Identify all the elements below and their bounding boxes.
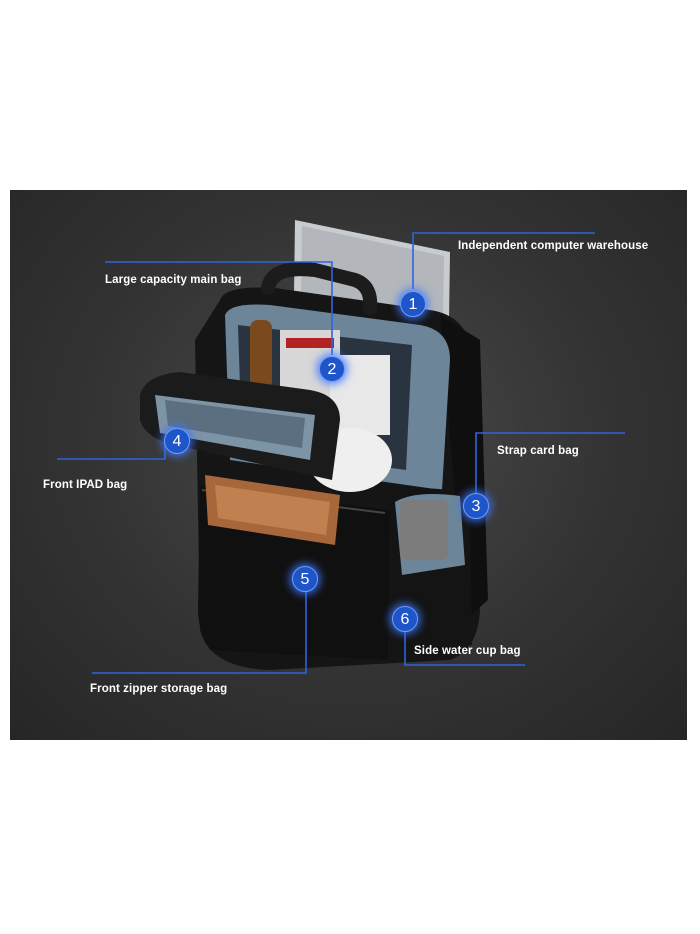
- leader-line-6: [404, 632, 525, 666]
- callout-label-5: Front zipper storage bag: [90, 683, 228, 695]
- callout-badge-5: 5: [292, 566, 318, 592]
- pouch-item: [400, 500, 448, 560]
- callout-badge-1: 1: [400, 291, 426, 317]
- callout-label-6: Side water cup bag: [414, 645, 521, 657]
- callout-label-1: Independent computer warehouse: [458, 240, 649, 252]
- leader-line-5: [92, 592, 307, 674]
- leader-line-4: [57, 442, 166, 460]
- callout-label-2: Large capacity main bag: [105, 274, 242, 286]
- leader-line-2: [105, 261, 333, 355]
- callout-badge-4: 4: [164, 428, 190, 454]
- callout-lines: [57, 232, 625, 674]
- callout-badge-6: 6: [392, 606, 418, 632]
- bottle-item: [250, 320, 272, 390]
- product-photo-panel: 1 2 3 4 5 6 Independent computer warehou…: [10, 190, 687, 740]
- callout-label-4: Front IPAD bag: [43, 479, 128, 491]
- callout-badge-3: 3: [463, 493, 489, 519]
- leader-line-3: [475, 432, 625, 495]
- callout-label-3: Strap card bag: [497, 445, 579, 457]
- callout-badge-2: 2: [319, 356, 345, 382]
- leader-line-1: [412, 232, 595, 289]
